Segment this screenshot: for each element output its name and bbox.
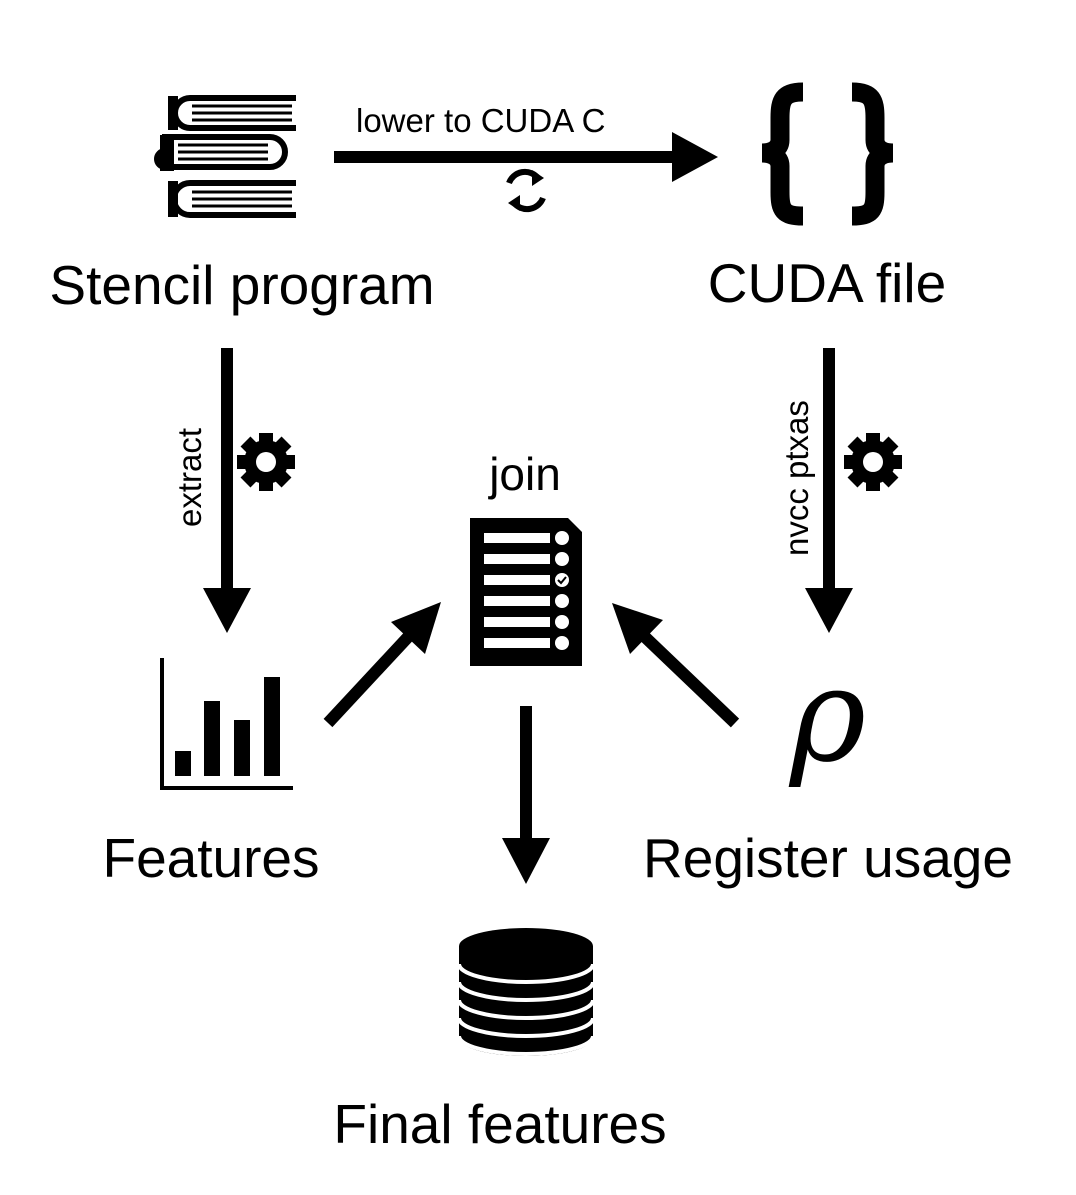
gear-icon <box>237 433 295 491</box>
bar-chart-icon <box>160 658 293 790</box>
arrow-register-to-join <box>612 603 740 728</box>
edge-label-nvcc: nvcc ptxas <box>778 400 815 556</box>
rho-symbol: ρ <box>789 639 867 791</box>
edge-label-lower: lower to CUDA C <box>356 102 606 139</box>
arrow-nvcc-ptxas <box>805 348 853 633</box>
node-label-register-usage: Register usage <box>643 827 1013 889</box>
books-icon <box>154 95 296 218</box>
node-label-features: Features <box>102 827 320 889</box>
gear-icon <box>844 433 902 491</box>
arrow-extract <box>203 348 251 633</box>
curly-braces-icon <box>761 82 894 226</box>
node-label-cuda-file: CUDA file <box>707 252 947 314</box>
node-label-stencil-program: Stencil program <box>49 254 435 316</box>
edge-label-extract: extract <box>171 427 208 527</box>
arrow-join-to-final <box>502 706 550 884</box>
node-label-join: join <box>489 448 561 500</box>
arrow-lower-to-cuda <box>334 132 718 182</box>
refresh-icon <box>506 168 546 213</box>
arrow-features-to-join <box>323 602 441 728</box>
node-label-final-features: Final features <box>333 1093 667 1155</box>
checklist-document-icon <box>470 518 582 666</box>
database-icon <box>457 928 595 1056</box>
